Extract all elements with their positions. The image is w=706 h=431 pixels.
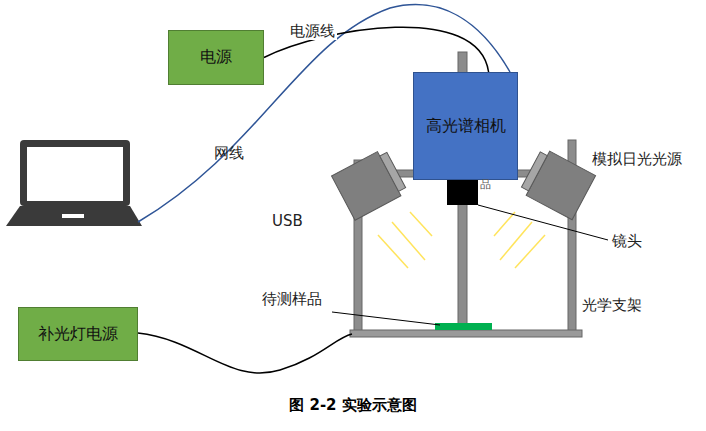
part-label: 待测样品 bbox=[262, 290, 322, 308]
laptop-screen bbox=[20, 140, 130, 206]
process-box: 高光谱相机 bbox=[413, 72, 518, 180]
part-label: 镜头 bbox=[612, 232, 642, 250]
light-rays bbox=[378, 212, 545, 268]
laptop-base bbox=[6, 206, 142, 226]
box-label: 高光谱相机 bbox=[426, 116, 506, 137]
lamp-left bbox=[332, 148, 408, 220]
part-label: 网线 bbox=[214, 144, 244, 162]
process-box: 电源 bbox=[168, 30, 264, 85]
part-label: 品 bbox=[480, 178, 491, 191]
laptop-touchpad bbox=[62, 214, 84, 218]
process-box: 补光灯电源 bbox=[18, 307, 138, 361]
part-label: USB bbox=[272, 212, 303, 230]
edge-label: 电源线 bbox=[288, 22, 337, 40]
lens bbox=[447, 180, 478, 205]
sample bbox=[435, 323, 492, 330]
box-label: 电源 bbox=[200, 47, 232, 68]
box-label: 补光灯电源 bbox=[38, 324, 118, 345]
lamp-power-cable bbox=[138, 333, 352, 373]
part-label: 光学支架 bbox=[582, 296, 642, 314]
part-label: 模拟日光光源 bbox=[592, 150, 682, 168]
laptop-display bbox=[27, 147, 123, 201]
leader-line bbox=[332, 312, 440, 325]
frame-base bbox=[350, 330, 582, 337]
figure-caption: 图 2-2 实验示意图 bbox=[289, 396, 417, 414]
leader-line bbox=[478, 205, 608, 240]
lamp-right bbox=[519, 147, 595, 219]
